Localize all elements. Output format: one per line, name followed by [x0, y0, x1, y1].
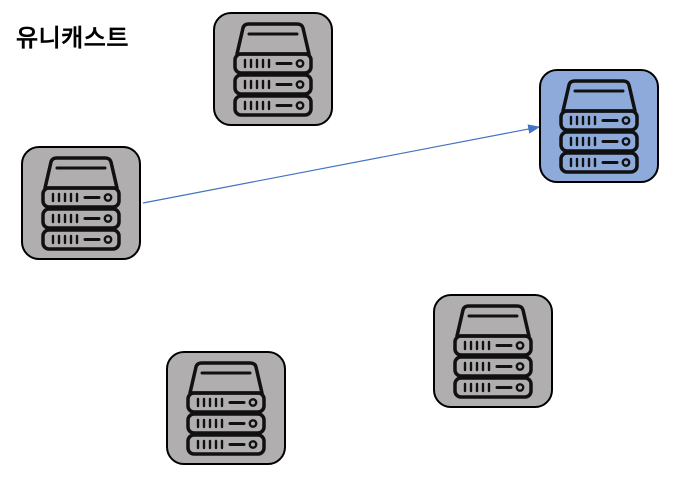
server-rack-icon — [41, 156, 121, 251]
server-rack-icon — [186, 361, 266, 456]
server-right — [539, 69, 659, 183]
unicast-arrow — [142, 124, 541, 204]
server-rack-icon — [453, 304, 533, 399]
server-rack-icon — [233, 22, 313, 117]
server-bottom-left — [166, 351, 286, 465]
server-left — [21, 146, 141, 260]
server-rack-icon — [559, 79, 639, 174]
server-bottom-right — [433, 294, 553, 408]
diagram-title: 유니캐스트 — [16, 24, 129, 52]
server-top — [213, 12, 333, 126]
